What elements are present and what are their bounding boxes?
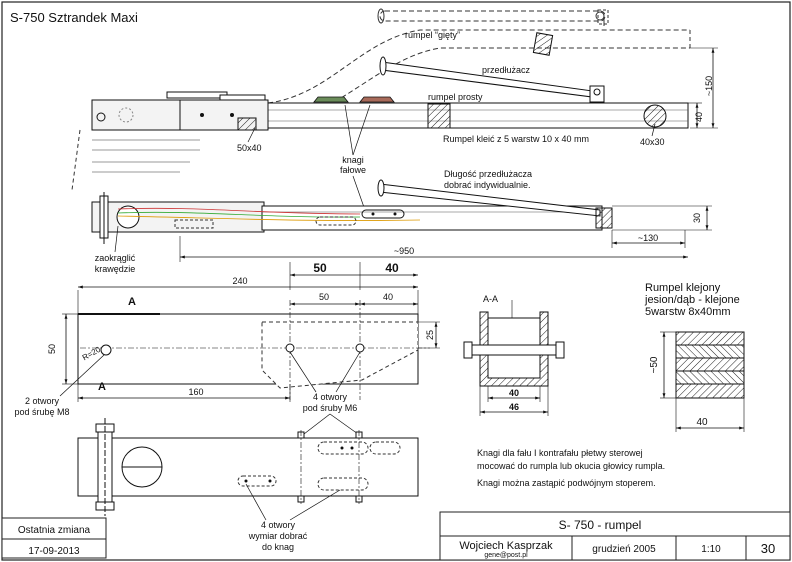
notes: Knagi dla fału I kontrafału płetwy stero… bbox=[477, 448, 665, 488]
label-wymiar-dobrac: wymiar dobrać bbox=[248, 531, 308, 541]
label-50x40: 50x40 bbox=[237, 143, 262, 153]
dim-240: 240 bbox=[232, 276, 247, 286]
drawing-title: S- 750 - rumpel bbox=[559, 518, 642, 532]
dim-950: ~950 bbox=[394, 246, 414, 256]
label-5warstw: 5warstw 8x40mm bbox=[645, 306, 731, 318]
bent-tiller-outline bbox=[267, 29, 690, 104]
last-change-box: Ostatnia zmiana 17-09-2013 bbox=[1, 517, 107, 559]
dim-46-section: 46 bbox=[509, 402, 519, 412]
drawing-scale: 1:10 bbox=[701, 544, 721, 555]
dim-25: 25 bbox=[425, 330, 435, 340]
label-knagi: knagi bbox=[342, 155, 364, 165]
side-fitting bbox=[91, 201, 265, 233]
extension-dashed-top bbox=[379, 10, 606, 22]
cleat-red bbox=[359, 96, 395, 103]
label-otwory-m6: 4 otwory bbox=[313, 392, 348, 402]
label-do-knag: do knag bbox=[262, 542, 294, 552]
dim-40-section: 40 bbox=[509, 388, 519, 398]
section-a-top: A bbox=[128, 296, 136, 308]
title-block: S- 750 - rumpel Wojciech Kasprzak gene@p… bbox=[439, 511, 791, 561]
dim-30: 30 bbox=[692, 213, 702, 223]
side-end-hatch bbox=[595, 207, 613, 229]
section-aa: A-A 40 46 bbox=[463, 294, 565, 416]
dim-40-bold: 40 bbox=[385, 261, 399, 275]
author-name: Wojciech Kasprzak bbox=[459, 540, 553, 552]
last-change-date: 17-09-2013 bbox=[28, 546, 80, 557]
label-rumpel-prosty: rumpel prosty bbox=[428, 92, 483, 102]
dim-40: 40 bbox=[383, 292, 393, 302]
last-change-label: Ostatnia zmiana bbox=[18, 525, 91, 536]
label-pod-srube-m8: pod śrubę M8 bbox=[14, 407, 69, 417]
dim-50-bold: 50 bbox=[313, 261, 327, 275]
dim-40-top: 40 bbox=[694, 112, 704, 122]
label-jesion-dab: jesion/dąb - klejone bbox=[644, 294, 740, 306]
laminate-section: Rumpel klejony jesion/dąb - klejone 5war… bbox=[644, 282, 745, 432]
dim-130: ~130 bbox=[638, 233, 658, 243]
label-krawedzie: krawędzie bbox=[95, 264, 136, 274]
label-falowe: fałowe bbox=[340, 165, 366, 175]
tiller-end-section bbox=[643, 104, 667, 128]
label-rumpel-klejony: Rumpel klejony bbox=[645, 282, 721, 294]
bottom-view: 4 otwory wymiar dobrać do knag bbox=[77, 418, 419, 552]
dim-40-laminate: 40 bbox=[696, 417, 708, 428]
dim-50-height: 50 bbox=[47, 344, 57, 354]
dim-50-laminate: ~50 bbox=[649, 356, 660, 373]
note-line-1: Knagi dla fału I kontrafału płetwy stero… bbox=[477, 448, 643, 458]
note-line-2: mocować do rumpla lub okucia głowicy rum… bbox=[477, 461, 665, 471]
label-rumpel-giety: rumpel “gięty” bbox=[405, 30, 460, 40]
section-a-bottom: A bbox=[98, 381, 106, 393]
label-rumpel-kleic: Rumpel kleić z 5 warstw 10 x 40 mm bbox=[443, 134, 589, 144]
note-line-3: Knagi można zastąpić podwójnym stoperem. bbox=[477, 478, 656, 488]
side-view: Długość przedłużacza dobrać indywidualni… bbox=[91, 169, 712, 274]
cleat-green bbox=[313, 96, 349, 103]
bent-section-hatch bbox=[532, 32, 554, 56]
straight-tiller bbox=[267, 102, 689, 129]
label-otwory-m8: 2 otwory bbox=[25, 396, 60, 406]
label-section-aa: A-A bbox=[483, 294, 498, 304]
dim-50: 50 bbox=[319, 292, 329, 302]
label-dlugosc: Długość przedłużacza bbox=[444, 169, 532, 179]
top-assembly-view: rumpel “gięty” przedłużacz rumpel prosty… bbox=[71, 8, 718, 191]
drawing-main-title: S-750 Sztrandek Maxi bbox=[10, 10, 138, 25]
label-40x30: 40x30 bbox=[640, 137, 665, 147]
dim-150: ~150 bbox=[704, 76, 714, 96]
fitting-section-hatch bbox=[237, 117, 257, 131]
plate-detail: 240 50 40 A A R=20 50 40 25 50 bbox=[14, 261, 440, 435]
author-email: gene@post.pl bbox=[484, 552, 528, 559]
tiller-section-hatch bbox=[427, 103, 451, 129]
label-pod-sruby-m6: pod śruby M6 bbox=[303, 403, 358, 413]
drawing-date: grudzień 2005 bbox=[592, 544, 656, 555]
label-otwory-knag: 4 otwory bbox=[261, 520, 296, 530]
label-przedluzacz: przedłużacz bbox=[482, 65, 531, 75]
sheet-number: 30 bbox=[761, 541, 775, 556]
label-zaokraglic: zaokrąglić bbox=[95, 253, 136, 263]
dim-160: 160 bbox=[188, 387, 203, 397]
label-dobrac: dobrać indywidualnie. bbox=[444, 180, 531, 190]
